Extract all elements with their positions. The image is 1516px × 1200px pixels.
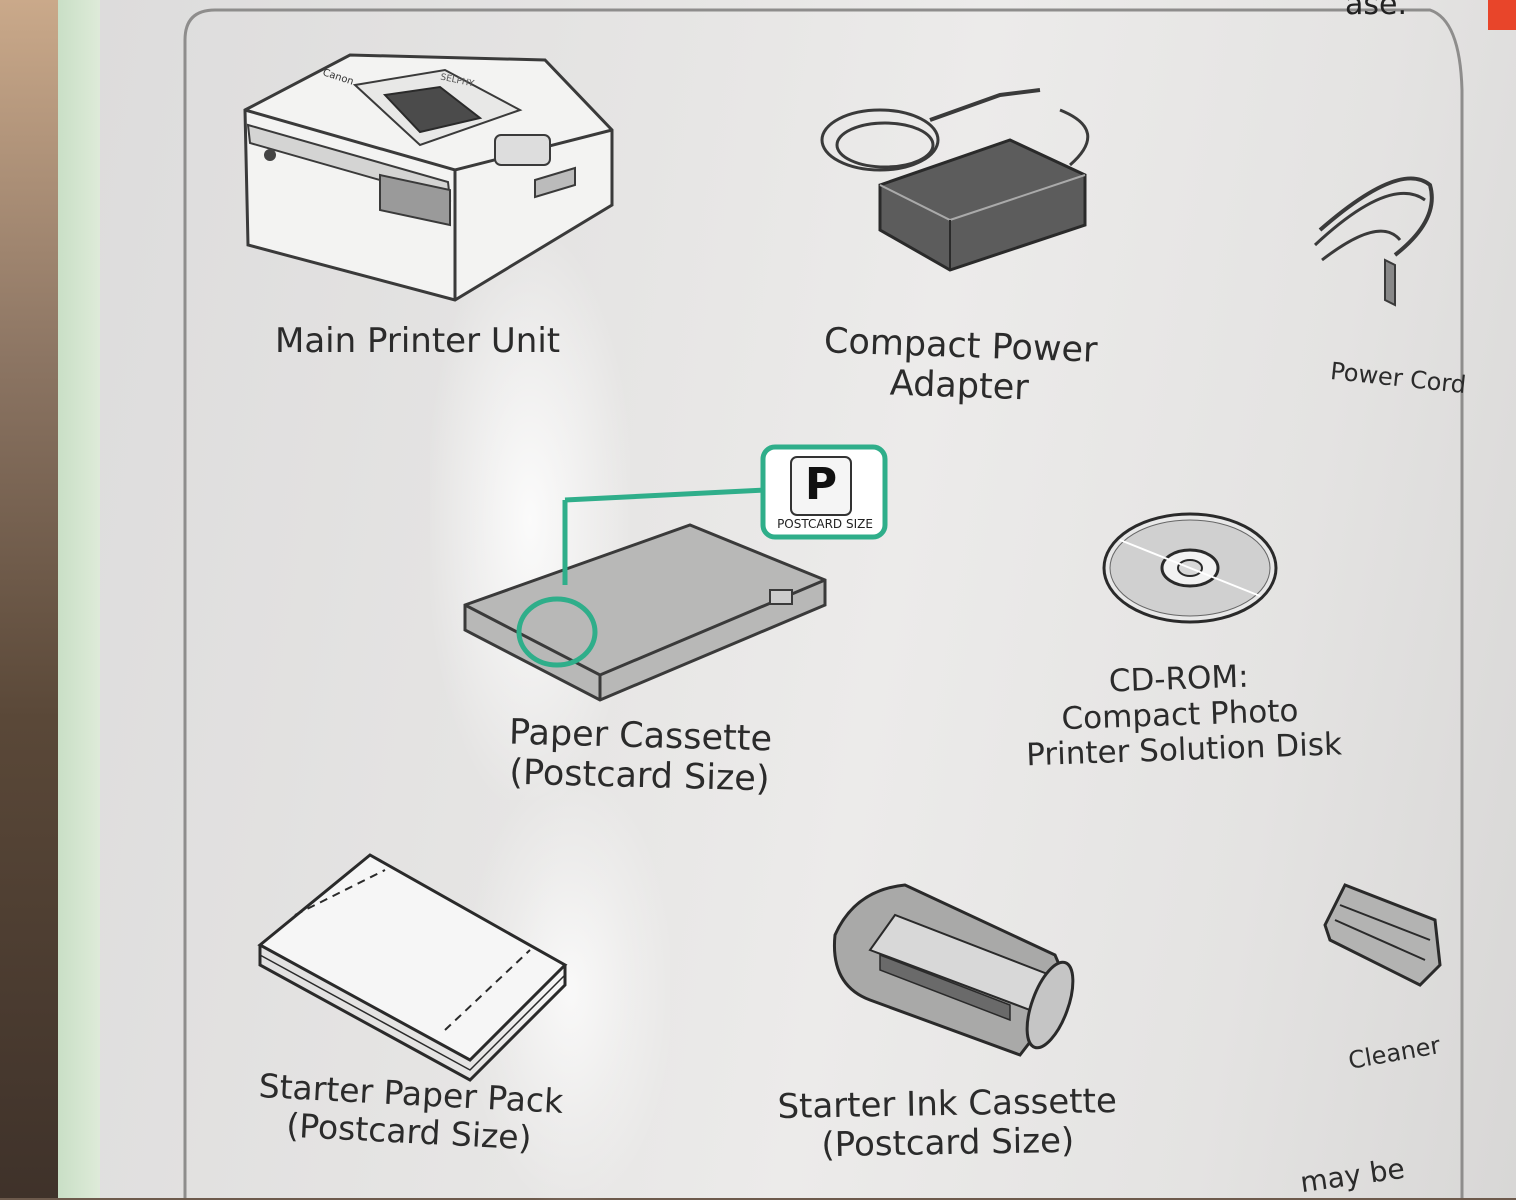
postcard-badge-caption: POSTCARD SIZE — [777, 517, 873, 531]
main-printer-unit-label: Main Printer Unit — [275, 321, 561, 361]
red-index-tab — [1488, 0, 1516, 30]
postcard-badge-letter: P — [804, 459, 838, 510]
light-glare — [430, 240, 630, 800]
header-text-fragment: ase. — [1345, 0, 1408, 22]
